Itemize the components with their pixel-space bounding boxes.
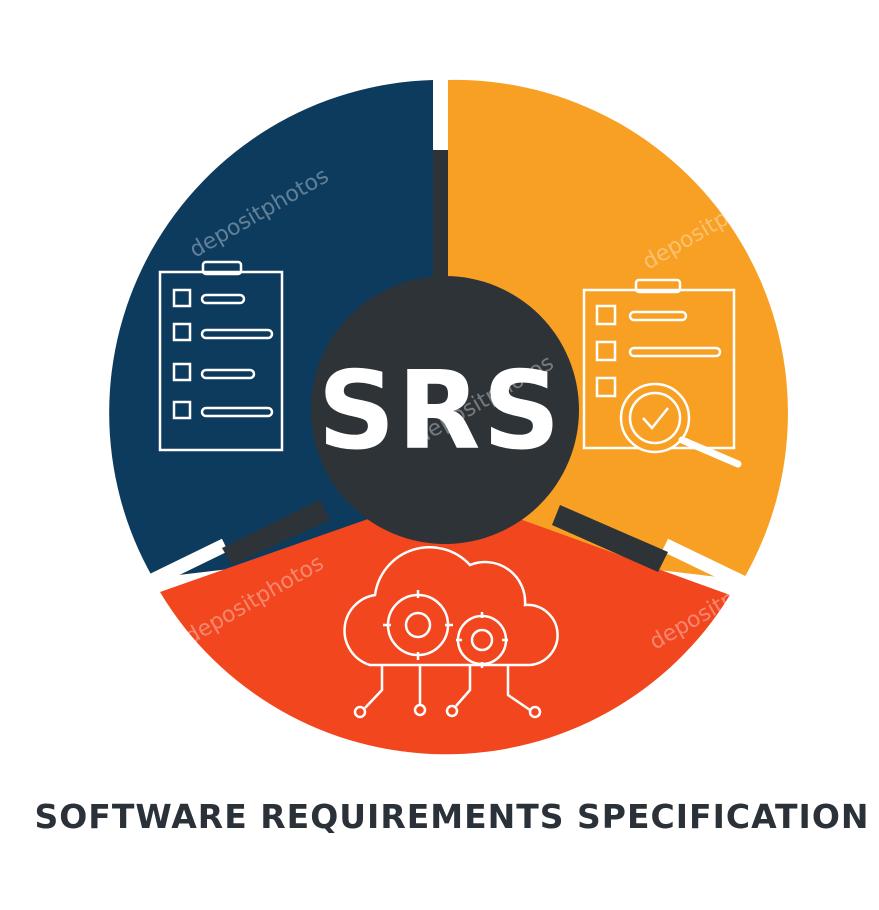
separator-left <box>141 538 229 591</box>
clipboard-magnifier-check-icon <box>582 278 742 468</box>
connector-right <box>552 505 668 572</box>
center-circle <box>311 276 579 544</box>
separator-right <box>661 538 752 592</box>
center-label: SRS <box>318 349 563 474</box>
checklist-clipboard-icon <box>158 260 284 452</box>
segment-bottom <box>160 492 730 755</box>
caption-title: SOFTWARE REQUIREMENTS SPECIFICATION <box>34 797 869 836</box>
connector-left <box>222 500 330 565</box>
cloud-gears-circuit-icon <box>343 546 559 719</box>
connector-top <box>433 150 448 290</box>
